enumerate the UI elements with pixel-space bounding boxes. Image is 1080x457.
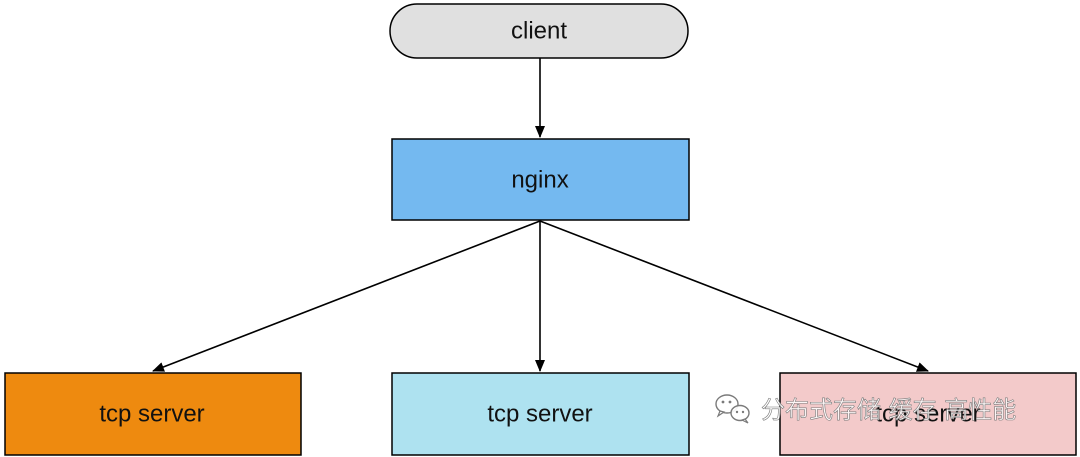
tcp-server-right-shape bbox=[779, 372, 1077, 456]
edge-nginx-to-server-left bbox=[152, 220, 541, 372]
nginx-node-shape bbox=[391, 138, 690, 221]
watermark: 分布式存储 缓存 高性能 bbox=[715, 394, 1017, 424]
edges bbox=[152, 58, 929, 372]
tcp-server-right-label: tcp server bbox=[875, 400, 980, 427]
tcp-server-middle-shape bbox=[391, 372, 690, 456]
client-node-shape bbox=[389, 3, 689, 59]
nginx-node: nginx bbox=[391, 138, 690, 221]
client-node: client bbox=[389, 3, 689, 59]
tcp-server-left-label: tcp server bbox=[99, 400, 204, 427]
tcp-server-middle-node: tcp server bbox=[391, 372, 690, 456]
wechat-icon bbox=[715, 394, 750, 424]
tcp-server-right-node: tcp server bbox=[779, 372, 1077, 456]
edge-nginx-to-server-right bbox=[539, 220, 929, 372]
watermark-text: 分布式存储 缓存 高性能 bbox=[761, 396, 1016, 424]
tcp-server-left-shape bbox=[4, 372, 302, 456]
tcp-server-left-node: tcp server bbox=[4, 372, 302, 456]
client-node-label: client bbox=[511, 17, 567, 44]
nginx-node-label: nginx bbox=[511, 166, 568, 193]
tcp-server-middle-label: tcp server bbox=[487, 400, 592, 427]
